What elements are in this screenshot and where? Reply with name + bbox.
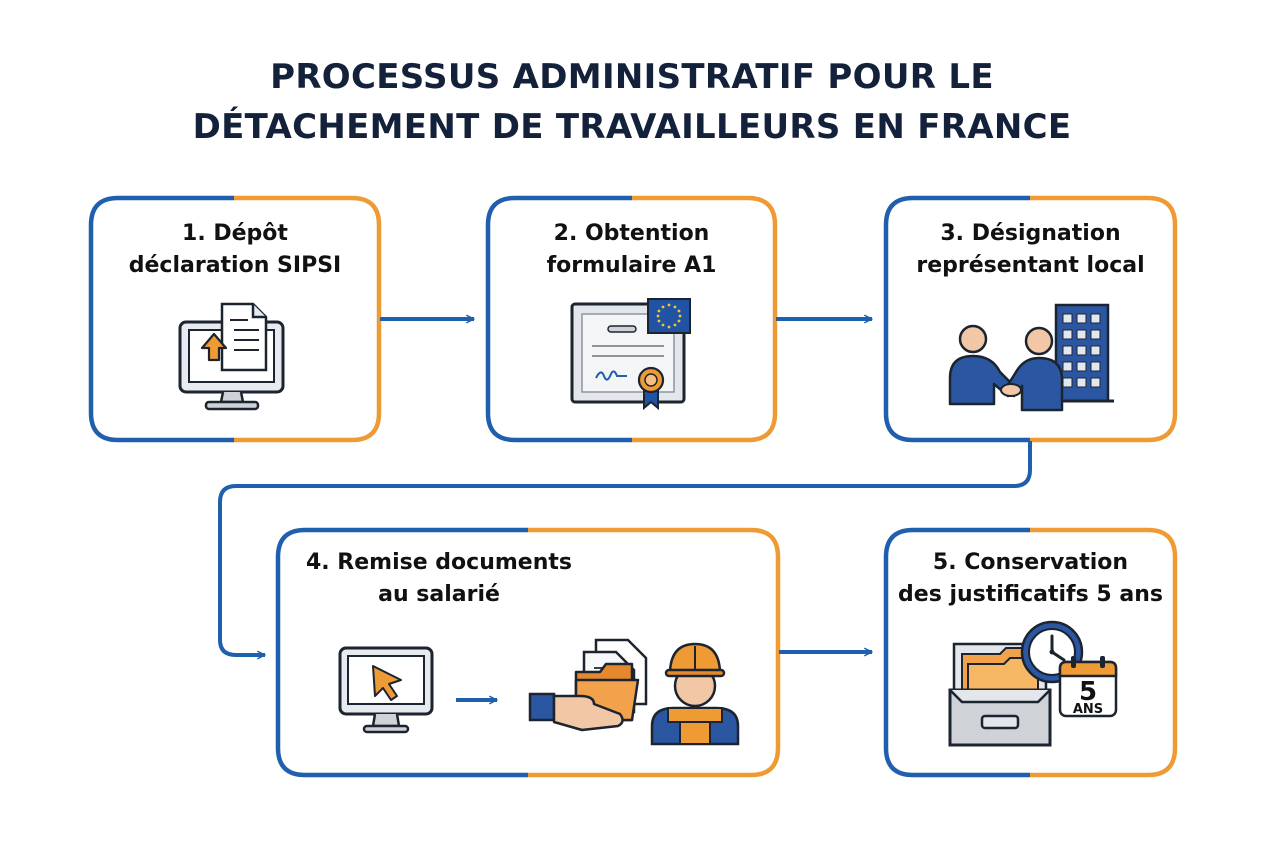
calendar-number: 5	[1079, 677, 1097, 707]
step-box-1	[88, 195, 382, 443]
arrow-step3-to-step4	[218, 441, 1032, 660]
step-4-subtitle: au salarié	[378, 582, 500, 607]
step-box-4	[275, 527, 781, 778]
step-1-label: 1. Dépôt déclaration SIPSI	[91, 218, 379, 282]
calendar-unit: ANS	[1073, 702, 1103, 717]
step-5-title: 5. Conservation	[932, 550, 1129, 575]
title-line-1: PROCESSUS ADMINISTRATIF POUR LE	[270, 57, 994, 97]
step-1-title: 1. Dépôt	[182, 221, 288, 246]
step-box-3	[883, 195, 1178, 443]
step-2-subtitle: formulaire A1	[546, 253, 717, 278]
step-4-label: 4. Remise documents au salarié	[278, 547, 600, 611]
title-line-2: DÉTACHEMENT DE TRAVAILLEURS EN FRANCE	[192, 107, 1072, 147]
step-1-subtitle: déclaration SIPSI	[128, 253, 342, 278]
step-4-title: 4. Remise documents	[305, 550, 572, 575]
handshake-building-icon	[948, 303, 1114, 412]
step-2-title: 2. Obtention	[553, 221, 710, 246]
step-3-title: 3. Désignation	[940, 221, 1121, 246]
step-box-5	[883, 527, 1178, 778]
computer-folder-worker-icon	[338, 638, 740, 746]
computer-upload-document-icon	[178, 302, 285, 411]
step-2-label: 2. Obtention formulaire A1	[488, 218, 775, 282]
archive-clock-calendar-icon: 5 ANS	[948, 620, 1118, 747]
step-5-subtitle: des justificatifs 5 ans	[898, 582, 1163, 607]
step-5-label: 5. Conservation des justificatifs 5 ans	[886, 547, 1175, 611]
step-3-label: 3. Désignation représentant local	[886, 218, 1175, 282]
diagram-title: PROCESSUS ADMINISTRATIF POUR LE DÉTACHEM…	[0, 52, 1264, 152]
step-3-subtitle: représentant local	[916, 253, 1145, 278]
step-box-2	[485, 195, 778, 443]
eu-certificate-icon	[570, 298, 691, 411]
